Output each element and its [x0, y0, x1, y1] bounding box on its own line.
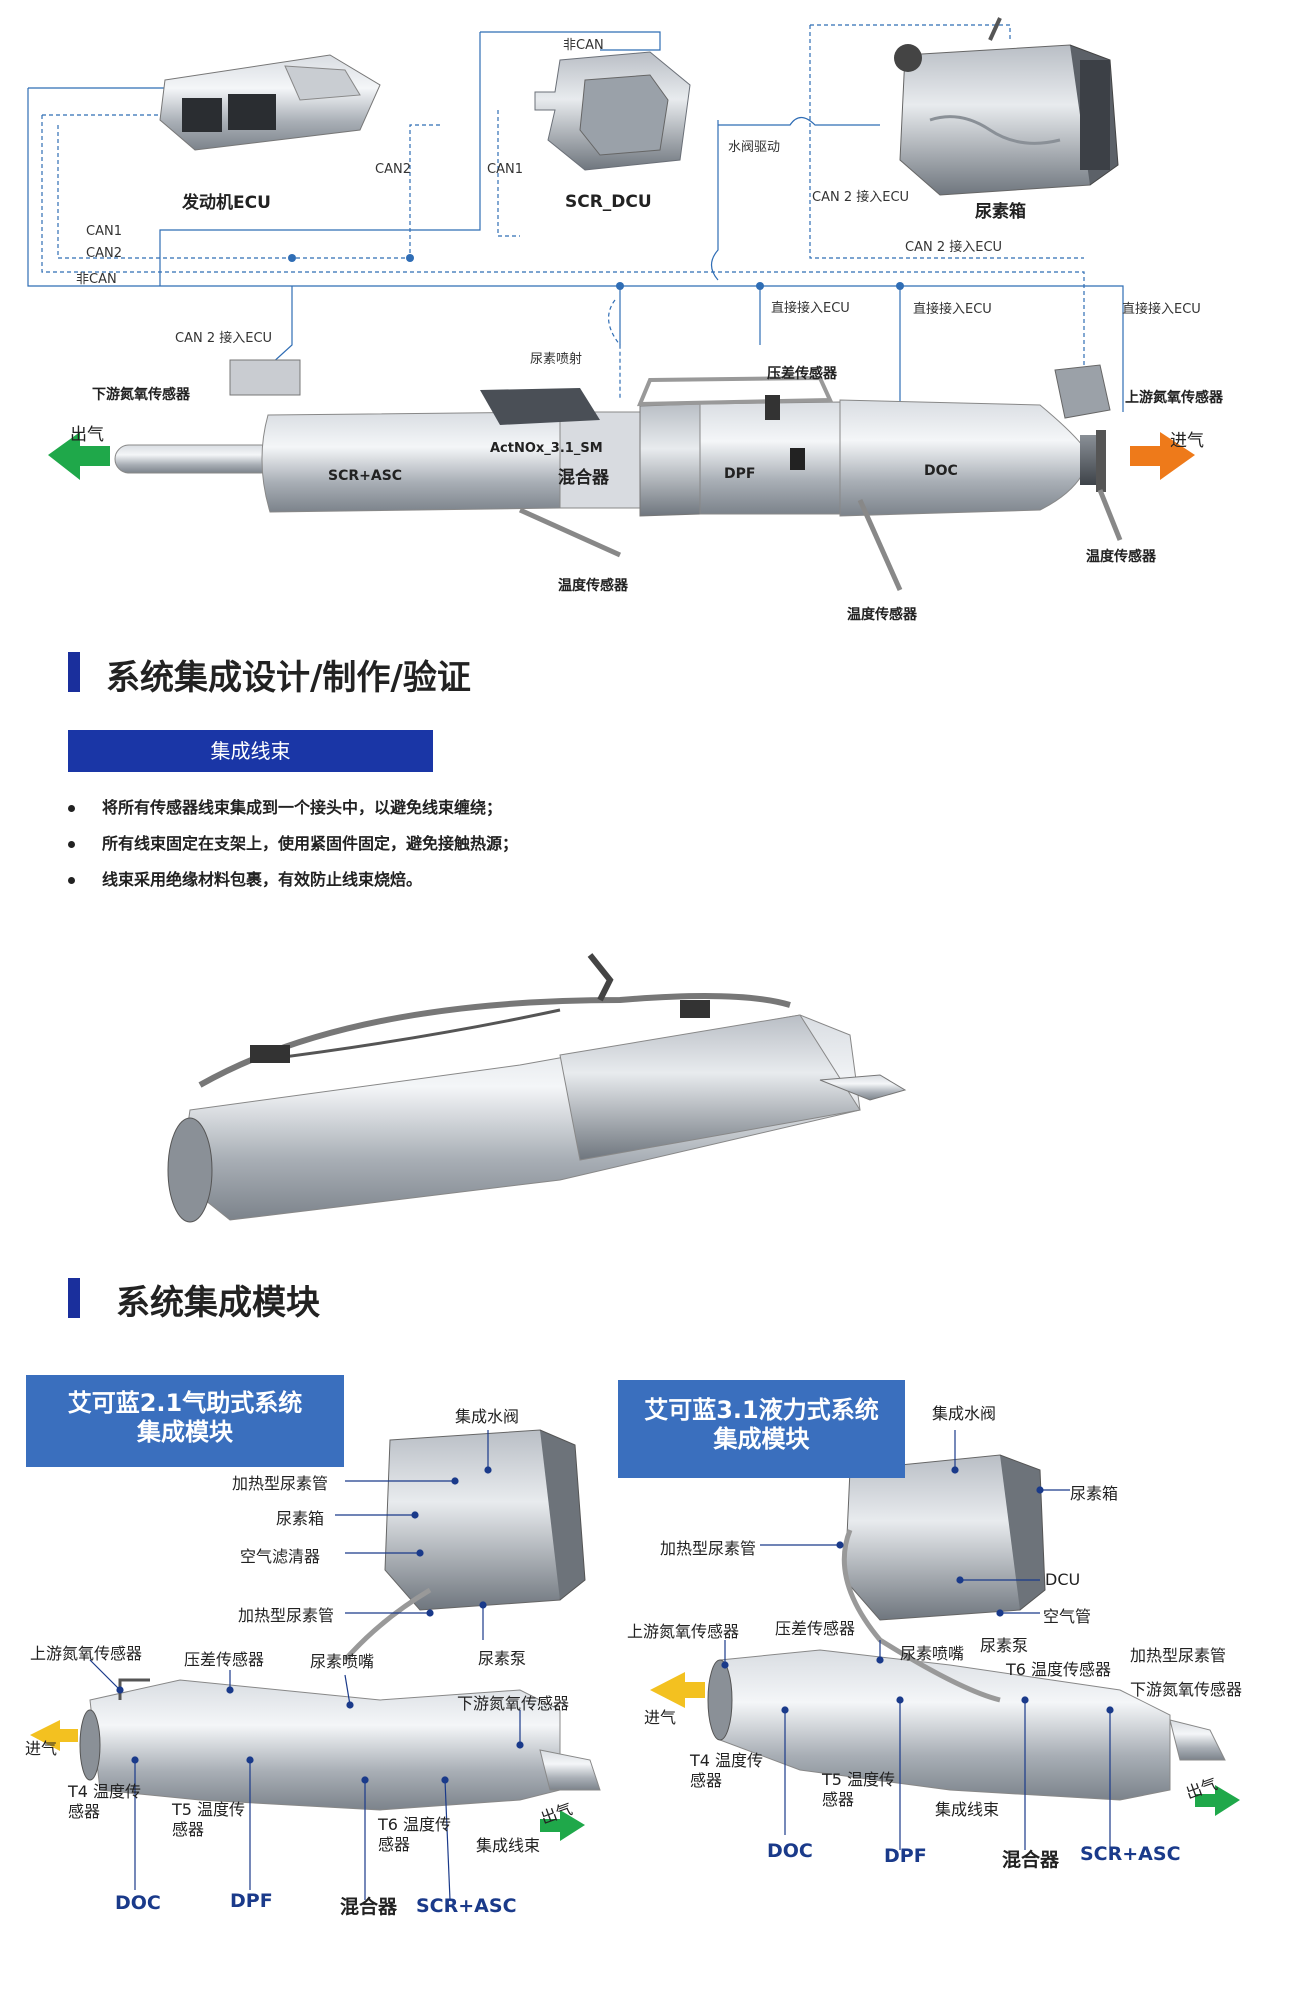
module-b-urea-pump: 尿素泵 [980, 1636, 1029, 1655]
module-a-inlet-arrow-icon [30, 1720, 78, 1751]
inlet-arrow-icon [1130, 432, 1195, 480]
module-b-air-pipe: 空气管 [1043, 1607, 1092, 1626]
module-b-doc: DOC [767, 1840, 813, 1862]
module-b-upstream-nox: 上游氮氧传感器 [627, 1622, 740, 1641]
bullet-item: 将所有传感器线束集成到一个接头中，以避免线束缠绕； [66, 790, 518, 826]
module-b-urea-tank: 尿素箱 [1070, 1484, 1119, 1503]
section1-bullets: 将所有传感器线束集成到一个接头中，以避免线束缠绕； 所有线束固定在支架上，使用紧… [66, 790, 518, 898]
section1-bar [68, 652, 80, 692]
module-b-inlet: 进气 [644, 1708, 677, 1727]
module-a-urea-tank: 尿素箱 [276, 1509, 325, 1528]
module-b-outlet-arrow-icon [1195, 1785, 1240, 1816]
module-b-t5: T5 温度传 感器 [822, 1770, 896, 1809]
non-can-line-label: 非CAN [76, 272, 117, 287]
module-b-dpf: DPF [884, 1845, 927, 1867]
harness-assembly-illustration [167, 953, 907, 1223]
section2-bar [68, 1278, 80, 1318]
module-b-harness: 集成线束 [935, 1800, 1000, 1819]
scr-asc-label: SCR+ASC [328, 468, 403, 484]
module-b-heated-pipe: 加热型尿素管 [660, 1539, 757, 1558]
module-b-scr-asc: SCR+ASC [1080, 1843, 1181, 1865]
section1-title: 系统集成设计/制作/验证 [106, 658, 471, 698]
outlet-label: 出气 [70, 425, 104, 445]
module-a-diff-pressure: 压差传感器 [184, 1650, 265, 1669]
module-a-outlet-arrow-icon [540, 1810, 585, 1841]
actnox-label: ActNOx_3.1_SM [490, 441, 603, 456]
dpf-label: DPF [724, 466, 756, 482]
temp-sensor-2-label: 温度传感器 [847, 607, 917, 623]
module-a-t5: T5 温度传 感器 [172, 1800, 246, 1839]
non-can-top-label: 非CAN [563, 38, 604, 53]
module-a-heated-pipe: 加热型尿素管 [238, 1606, 335, 1625]
outlet-arrow-icon [48, 432, 110, 480]
module-a-harness: 集成线束 [476, 1836, 541, 1855]
temp-sensor-1-label: 温度传感器 [558, 578, 628, 594]
module-a-illustration [30, 1429, 601, 1841]
module-b-title: 艾可蓝3.1液力式系统 集成模块 [618, 1380, 905, 1478]
can2-line-label: CAN2 [86, 246, 122, 261]
direct-ecu-1-label: 直接接入ECU [771, 301, 850, 316]
module-a-urea-pump: 尿素泵 [478, 1649, 527, 1668]
module-b-pointers [721, 1430, 1114, 1850]
junction-dots [288, 254, 904, 290]
module-b-t4: T4 温度传 感器 [690, 1751, 764, 1790]
direct-ecu-3-label: 直接接入ECU [1122, 302, 1201, 317]
module-a-inlet: 进气 [25, 1739, 58, 1758]
upstream-nox-label: 上游氮氧传感器 [1125, 390, 1223, 406]
module-a-scr-asc: SCR+ASC [416, 1895, 517, 1917]
module-b-downstream-nox: 下游氮氧传感器 [1130, 1680, 1243, 1699]
section1-subheading: 集成线束 [68, 730, 433, 772]
direct-ecu-2-label: 直接接入ECU [913, 302, 992, 317]
can2-to-ecu-tank-label: CAN 2 接入ECU [812, 190, 910, 205]
module-a-urea-nozzle: 尿素喷嘴 [310, 1652, 375, 1671]
module-a-upstream-nox: 上游氮氧传感器 [30, 1644, 143, 1663]
module-b-dcu: DCU [1045, 1570, 1081, 1589]
module-b-water-valve: 集成水阀 [932, 1404, 997, 1423]
module-a-t6: T6 温度传 感器 [378, 1815, 452, 1854]
diff-pressure-label: 压差传感器 [767, 366, 837, 382]
module-a-air-filter: 空气滤清器 [240, 1547, 321, 1566]
exhaust-system-illustration [114, 359, 1123, 592]
module-b-urea-nozzle: 尿素喷嘴 [900, 1644, 965, 1663]
scr-dcu-label: SCR_DCU [565, 192, 652, 212]
module-a-t4: T4 温度传 感器 [68, 1782, 142, 1821]
water-valve-label: 水阀驱动 [728, 140, 781, 155]
mixer-label: 混合器 [558, 468, 609, 488]
section2-title: 系统集成模块 [116, 1283, 320, 1323]
module-b-t6: T6 温度传感器 [1006, 1660, 1112, 1679]
downstream-nox-label: 下游氮氧传感器 [92, 387, 190, 403]
bullet-item: 所有线束固定在支架上，使用紧固件固定，避免接触热源； [66, 826, 518, 862]
module-a-dpf: DPF [230, 1890, 273, 1912]
urea-injection-label: 尿素喷射 [530, 352, 583, 367]
urea-tank-illustration [894, 17, 1119, 196]
module-b-heated-pipe-right: 加热型尿素管 [1130, 1646, 1227, 1665]
module-b-inlet-arrow-icon [650, 1672, 705, 1708]
module-a-water-valve: 集成水阀 [455, 1407, 520, 1426]
module-a-title: 艾可蓝2.1气助式系统 集成模块 [26, 1375, 344, 1467]
module-a-mixer: 混合器 [340, 1896, 398, 1918]
wiring-lines [27, 31, 1124, 412]
urea-tank-label: 尿素箱 [975, 202, 1026, 222]
doc-label: DOC [924, 463, 958, 479]
can2-to-ecu-left-label: CAN 2 接入ECU [175, 331, 273, 346]
can1-line-label: CAN1 [86, 224, 122, 239]
can2-label: CAN2 [375, 162, 411, 177]
inlet-label: 进气 [1170, 431, 1204, 451]
scr-dcu-illustration [534, 51, 691, 171]
bullet-item: 线束采用绝缘材料包裹，有效防止线束烧焙。 [66, 862, 518, 898]
can1-label: CAN1 [487, 162, 523, 177]
temp-sensor-3-label: 温度传感器 [1086, 549, 1156, 565]
engine-ecu-label: 发动机ECU [182, 193, 271, 213]
module-a-doc: DOC [115, 1892, 161, 1914]
module-a-pointers [89, 1430, 524, 1901]
engine-ecu-illustration [159, 54, 381, 151]
module-b-mixer: 混合器 [1002, 1849, 1060, 1871]
can2-to-ecu-right-label: CAN 2 接入ECU [905, 240, 1003, 255]
module-a-heated-pipe-top: 加热型尿素管 [232, 1474, 329, 1493]
module-b-diff-pressure: 压差传感器 [775, 1619, 856, 1638]
module-b-illustration [650, 1454, 1240, 1816]
module-a-downstream-nox: 下游氮氧传感器 [457, 1694, 570, 1713]
